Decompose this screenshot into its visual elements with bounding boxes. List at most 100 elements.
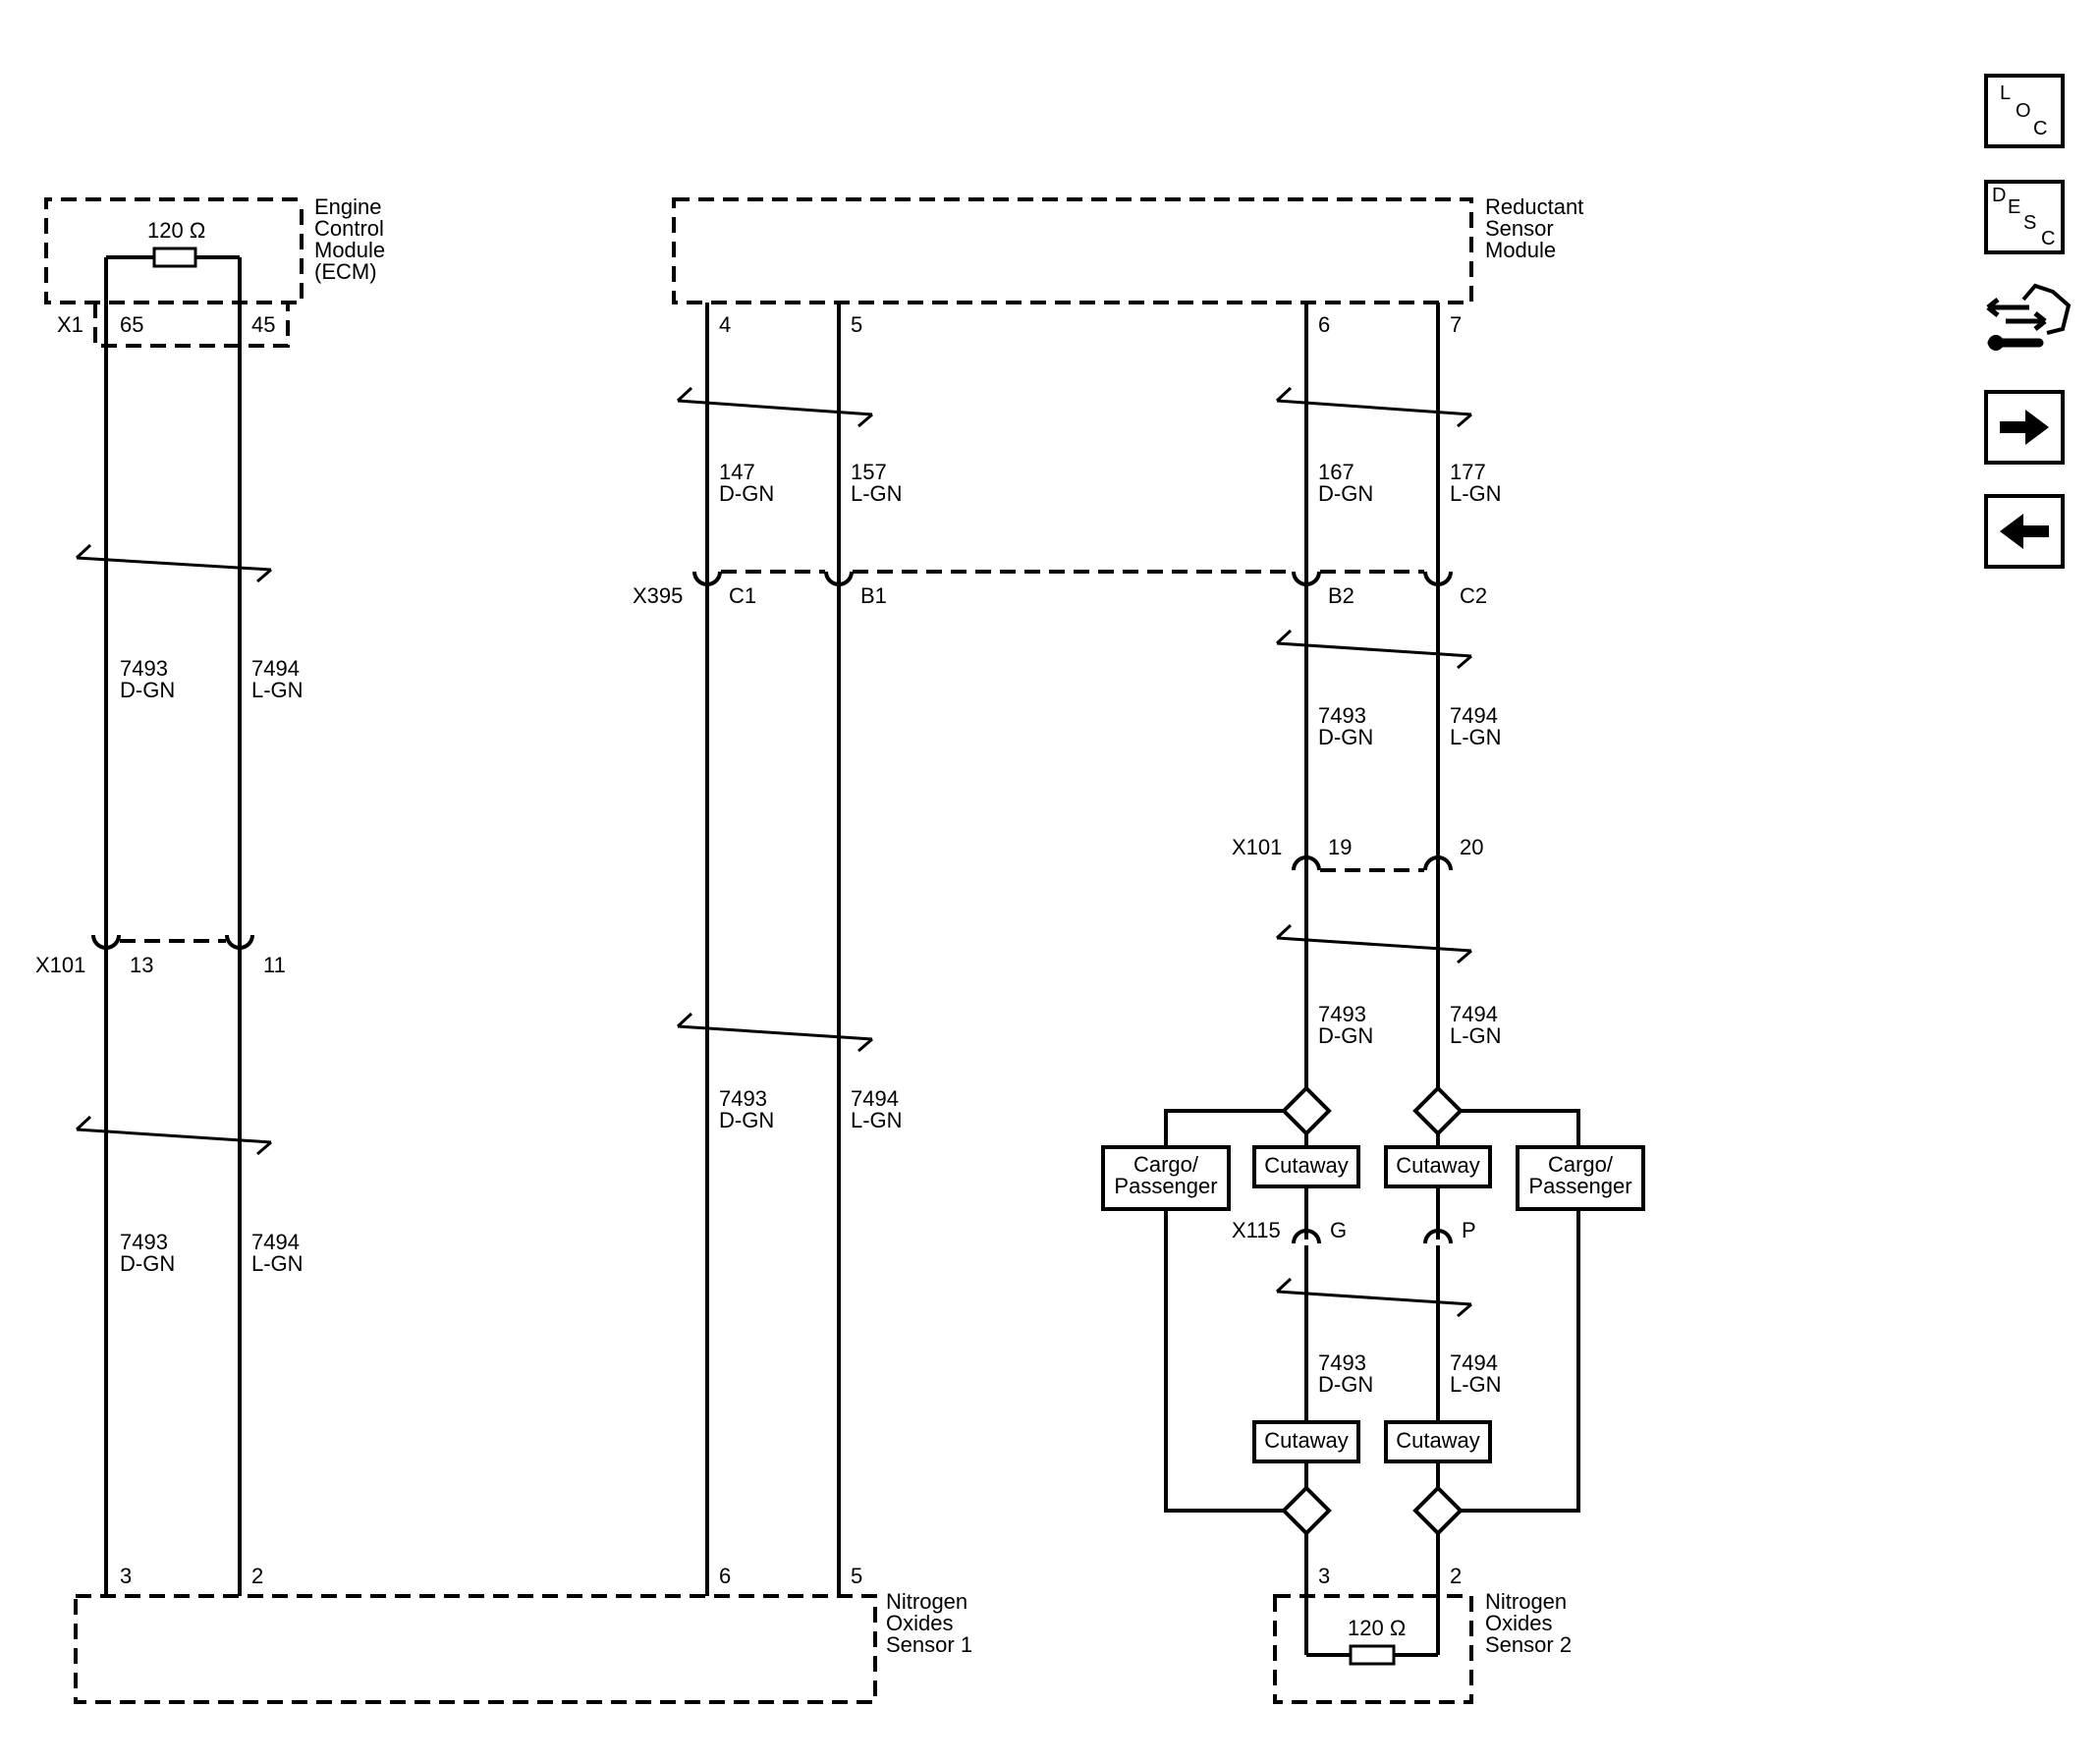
svg-text:20: 20: [1460, 835, 1483, 859]
svg-text:D-GN: D-GN: [120, 678, 175, 702]
next-arrow-icon: [2000, 410, 2049, 445]
svg-text:3: 3: [120, 1564, 132, 1588]
connector-x101-left: X101 13 11: [35, 913, 286, 977]
svg-text:L-GN: L-GN: [1450, 1372, 1502, 1397]
ecm-resistor-label: 120 Ω: [147, 218, 205, 243]
option-box-cutaway-lower-right: Cutaway: [1384, 1420, 1492, 1463]
svg-text:D-GN: D-GN: [719, 481, 774, 506]
svg-text:7493: 7493: [120, 1230, 168, 1254]
option-splices-top: [1164, 1085, 1580, 1147]
previous-page-button[interactable]: [1984, 494, 2065, 569]
option-box-cargo-right: Cargo/Passenger: [1516, 1145, 1645, 1211]
svg-text:7493: 7493: [120, 656, 168, 681]
svg-text:B2: B2: [1328, 583, 1354, 608]
svg-text:X395: X395: [633, 583, 683, 608]
svg-text:7494: 7494: [1450, 1350, 1498, 1375]
next-page-button[interactable]: [1984, 390, 2065, 465]
right-twisted-pair-a: 7493 D-GN 7494 L-GN: [1275, 629, 1502, 749]
svg-text:Cutaway: Cutaway: [1264, 1153, 1349, 1178]
svg-text:D-GN: D-GN: [1318, 725, 1373, 749]
svg-text:147: 147: [719, 460, 755, 484]
svg-text:D-GN: D-GN: [1318, 1372, 1373, 1397]
svg-text:P: P: [1462, 1218, 1476, 1242]
svg-text:7493: 7493: [1318, 1002, 1366, 1026]
svg-text:7494: 7494: [1450, 1002, 1498, 1026]
ecm-upper-twisted-pair: 7493 D-GN 7494 L-GN: [75, 543, 304, 702]
svg-text:19: 19: [1328, 835, 1352, 859]
desc-button[interactable]: D E S C: [1984, 180, 2065, 254]
svg-text:L-GN: L-GN: [251, 1251, 304, 1276]
previous-arrow-icon: [2000, 514, 2049, 549]
ecm-module-name: Engine Control Module (ECM): [314, 194, 391, 284]
svg-text:6: 6: [719, 1564, 731, 1588]
svg-text:D-GN: D-GN: [719, 1108, 774, 1132]
svg-text:L-GN: L-GN: [851, 481, 903, 506]
reductant-sensor-module: Reductant Sensor Module 4 5 6 7: [672, 194, 1589, 337]
rsm-top-twisted-pairs: 147 D-GN 157 L-GN 167 D-GN 177 L-GN: [676, 386, 1502, 506]
right-twisted-pair-b: 7493 D-GN 7494 L-GN: [1275, 923, 1502, 1048]
svg-text:7494: 7494: [851, 1086, 899, 1111]
option-box-cargo-left: Cargo/Passenger: [1101, 1145, 1231, 1211]
option-box-cutaway-left: Cutaway: [1252, 1145, 1360, 1188]
svg-text:177: 177: [1450, 460, 1486, 484]
rsm-pin-5: 5: [851, 312, 862, 337]
connector-x101-right: X101 19 20: [1232, 835, 1483, 892]
svg-text:157: 157: [851, 460, 887, 484]
svg-text:X101: X101: [35, 953, 85, 977]
svg-text:5: 5: [851, 1564, 862, 1588]
svg-text:D-GN: D-GN: [1318, 1023, 1373, 1048]
svg-text:7494: 7494: [251, 1230, 300, 1254]
svg-text:L-GN: L-GN: [1450, 1023, 1502, 1048]
svg-text:Cutaway: Cutaway: [1264, 1428, 1349, 1453]
svg-text:C1: C1: [729, 583, 756, 608]
svg-text:Cargo/Passenger: Cargo/Passenger: [1114, 1152, 1217, 1198]
svg-text:D-GN: D-GN: [120, 1251, 175, 1276]
component-locator-icon[interactable]: [1984, 278, 2072, 357]
connector-x115: X115 G P: [1232, 1218, 1476, 1269]
svg-text:2: 2: [1450, 1564, 1462, 1588]
svg-text:7493: 7493: [1318, 703, 1366, 728]
nox2-resistor-label: 120 Ω: [1348, 1616, 1406, 1640]
svg-text:7494: 7494: [251, 656, 300, 681]
wire-cargo-bypass-right: [1461, 1209, 1580, 1513]
rsm-module-name: Reductant Sensor Module: [1485, 194, 1589, 262]
ecm-pin-65: 65: [120, 312, 143, 337]
svg-text:7493: 7493: [719, 1086, 767, 1111]
svg-text:L-GN: L-GN: [851, 1108, 903, 1132]
option-box-cutaway-lower-left: Cutaway: [1252, 1420, 1360, 1463]
wire-cargo-bypass-left: [1164, 1209, 1284, 1513]
rsm-pin-7: 7: [1450, 312, 1462, 337]
svg-text:7493: 7493: [1318, 1350, 1366, 1375]
svg-text:L-GN: L-GN: [1450, 725, 1502, 749]
svg-text:C2: C2: [1460, 583, 1487, 608]
svg-text:G: G: [1330, 1218, 1347, 1242]
svg-text:2: 2: [251, 1564, 263, 1588]
ecm-lower-twisted-pair: 7493 D-GN 7494 L-GN: [75, 1115, 304, 1276]
loc-button[interactable]: L O C: [1984, 74, 2065, 148]
svg-text:3: 3: [1318, 1564, 1330, 1588]
ecm-terminating-resistor: 120 Ω: [106, 218, 240, 268]
svg-text:Cutaway: Cutaway: [1396, 1428, 1480, 1453]
svg-text:X115: X115: [1232, 1218, 1281, 1242]
svg-text:Cargo/Passenger: Cargo/Passenger: [1528, 1152, 1631, 1198]
option-box-cutaway-right: Cutaway: [1384, 1145, 1492, 1188]
svg-text:X101: X101: [1232, 835, 1282, 859]
ecm-pin-45: 45: [251, 312, 275, 337]
rsm-mid-left-twisted-pair: 7493 D-GN 7494 L-GN: [676, 1012, 903, 1132]
svg-text:11: 11: [263, 953, 286, 977]
svg-text:Cutaway: Cutaway: [1396, 1153, 1480, 1178]
svg-text:167: 167: [1318, 460, 1354, 484]
svg-text:L-GN: L-GN: [1450, 481, 1502, 506]
svg-text:7494: 7494: [1450, 703, 1498, 728]
svg-text:B1: B1: [860, 583, 887, 608]
ecm-connector-x1: X1: [57, 312, 83, 337]
rsm-pin-6: 6: [1318, 312, 1330, 337]
connector-x395: X395 C1 B1 B2 C2: [633, 550, 1487, 608]
rsm-pin-4: 4: [719, 312, 731, 337]
svg-text:D-GN: D-GN: [1318, 481, 1373, 506]
